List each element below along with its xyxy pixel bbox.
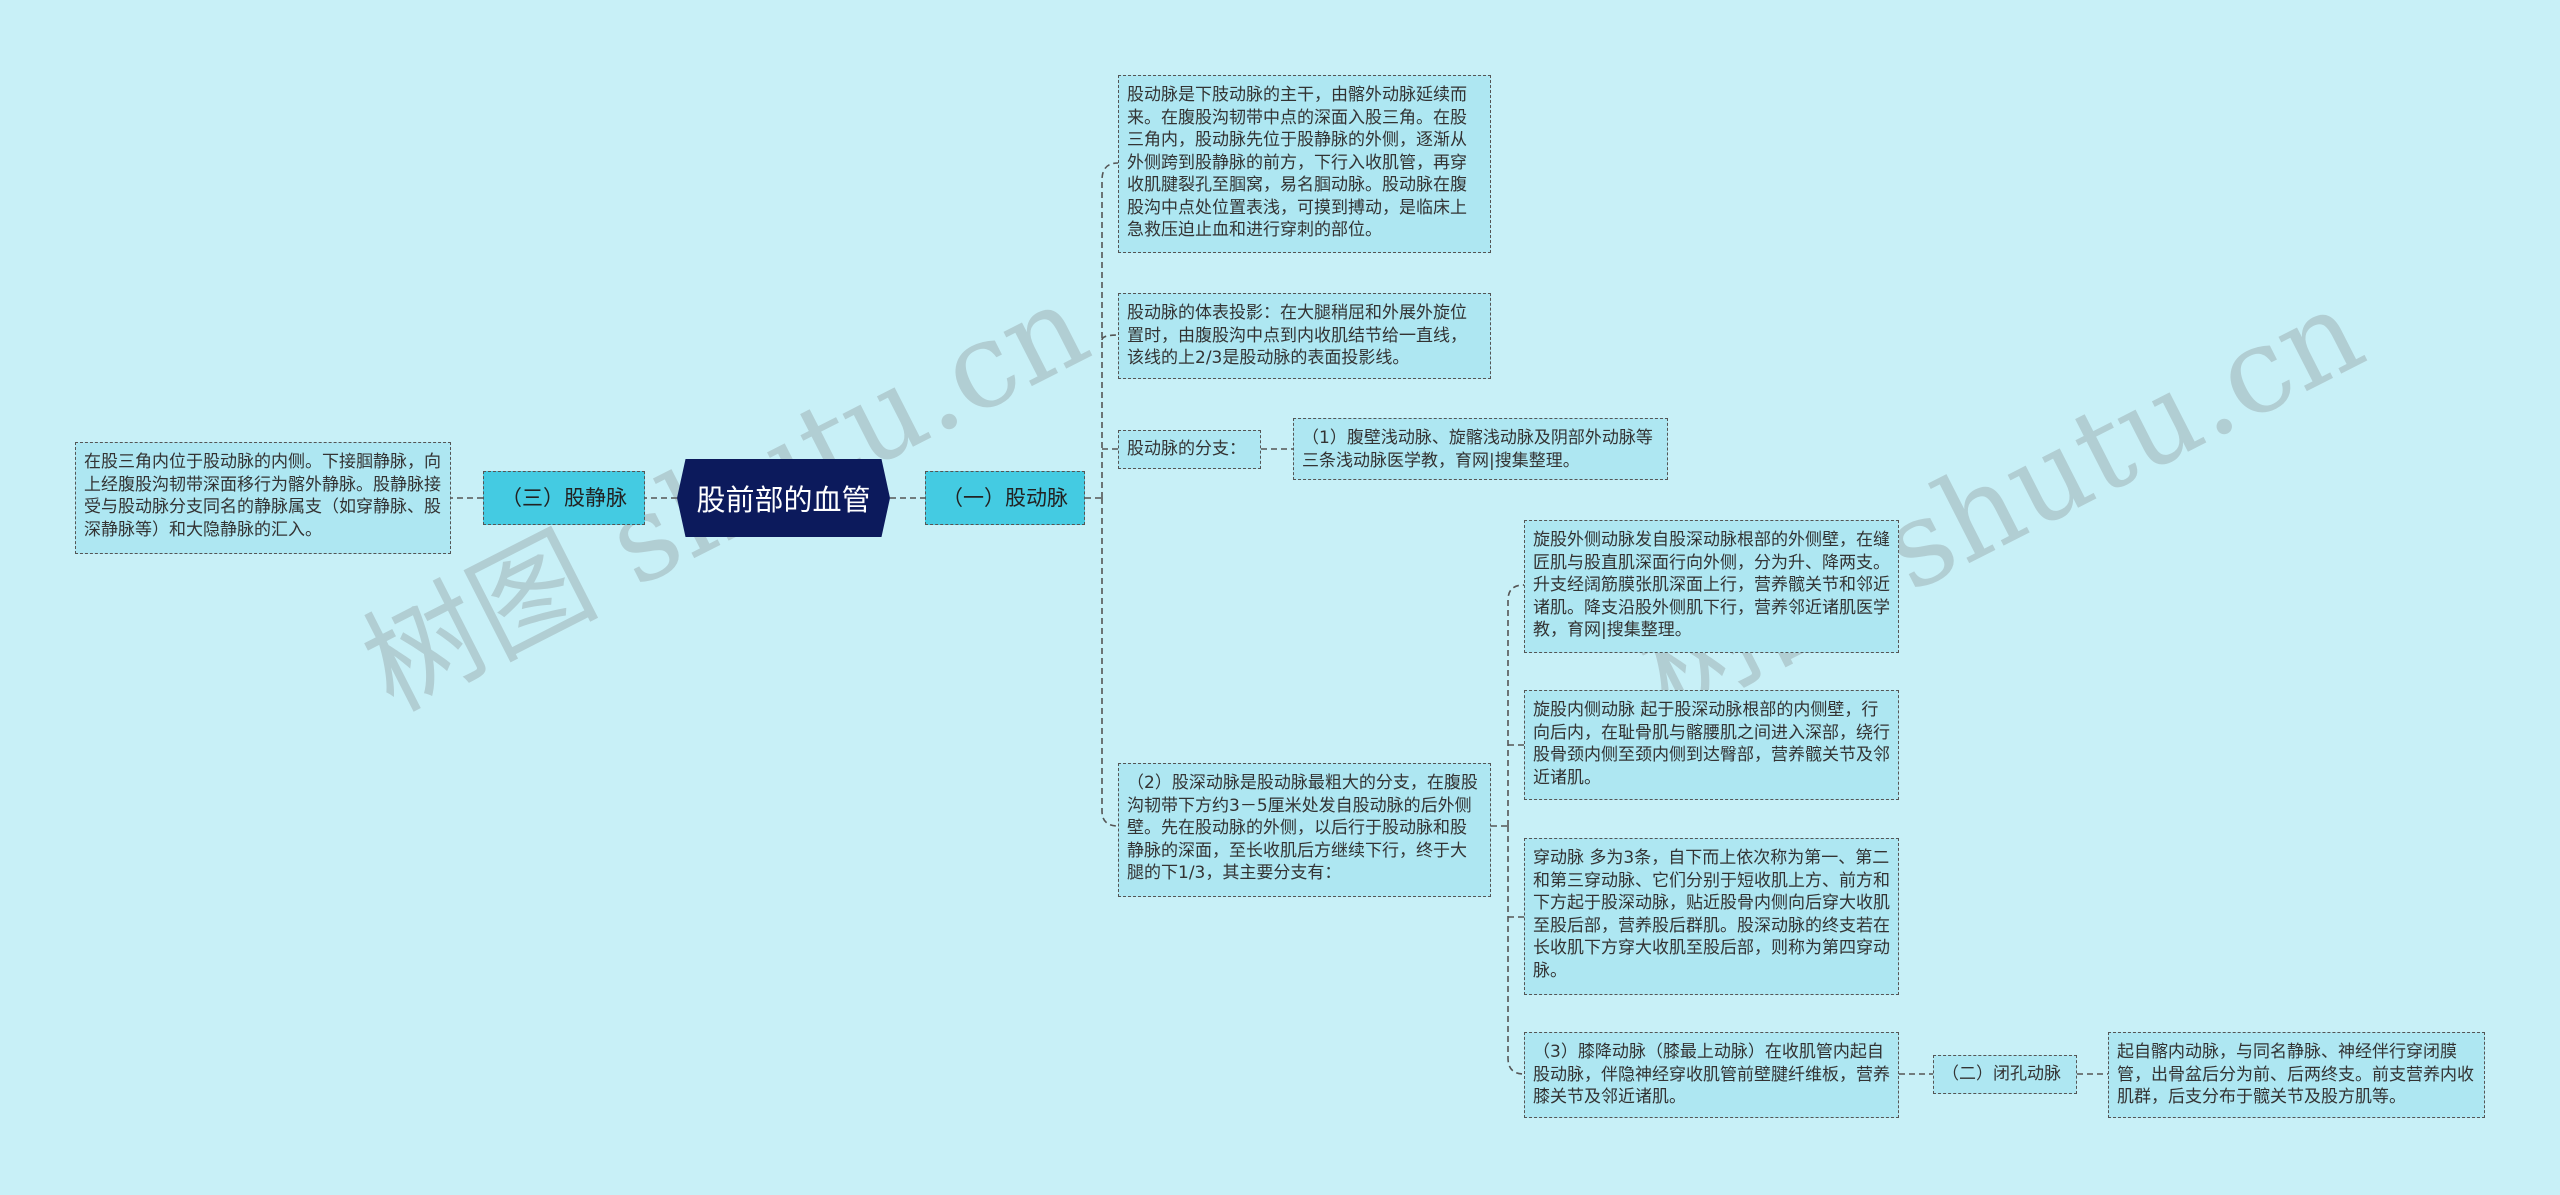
- leaf-branches-label[interactable]: 股动脉的分支：: [1118, 430, 1261, 469]
- link-trunk-main: [1101, 162, 1119, 498]
- link-subtrunk-genicular: [1507, 826, 1525, 1075]
- link-trunk-deep: [1101, 498, 1119, 827]
- leaf-lateral-circumflex[interactable]: 旋股外侧动脉发自股深动脉根部的外侧壁，在缝匠肌与股直肌深面行向外侧，分为升、降两…: [1524, 520, 1899, 653]
- branch-obturator[interactable]: （二）闭孔动脉: [1933, 1055, 2077, 1094]
- leaf-medial-circumflex[interactable]: 旋股内侧动脉 起于股深动脉根部的内侧壁，行向后内，在耻骨肌与髂腰肌之间进入深部，…: [1524, 690, 1899, 800]
- link-subtrunk-lateral: [1507, 584, 1525, 826]
- leaf-descending-genicular[interactable]: （3）膝降动脉（膝最上动脉）在收肌管内起自股动脉，伴隐神经穿收肌管前壁腱纤维板，…: [1524, 1032, 1899, 1118]
- link-trunk-projection: [1101, 334, 1119, 341]
- leaf-superficial-branches[interactable]: （1）腹壁浅动脉、旋髂浅动脉及阴部外动脉等三条浅动脉医学教，育网|搜集整理。: [1293, 418, 1668, 480]
- leaf-obturator-description[interactable]: 起自髂内动脉，与同名静脉、神经伴行穿闭膜管，出骨盆后分为前、后两终支。前支营养内…: [2108, 1032, 2485, 1118]
- leaf-surface-projection[interactable]: 股动脉的体表投影：在大腿稍屈和外展外旋位置时，由腹股沟中点到内收肌结节给一直线，…: [1118, 293, 1491, 379]
- leaf-deep-femoral[interactable]: （2）股深动脉是股动脉最粗大的分支，在腹股沟韧带下方约3－5厘米处发自股动脉的后…: [1118, 763, 1491, 897]
- leaf-perforating[interactable]: 穿动脉 多为3条，自下而上依次称为第一、第二和第三穿动脉、它们分别于短收肌上方、…: [1524, 838, 1899, 995]
- leaf-artery-main[interactable]: 股动脉是下肢动脉的主干，由髂外动脉延续而来。在腹股沟韧带中点的深面入股三角。在股…: [1118, 75, 1491, 253]
- branch-femoral-artery[interactable]: （一）股动脉: [925, 471, 1085, 525]
- branch-femoral-vein[interactable]: （三）股静脉: [483, 471, 645, 525]
- leaf-vein-description[interactable]: 在股三角内位于股动脉的内侧。下接腘静脉，向上经腹股沟韧带深面移行为髂外静脉。股静…: [75, 442, 451, 554]
- root-node[interactable]: 股前部的血管: [677, 459, 890, 537]
